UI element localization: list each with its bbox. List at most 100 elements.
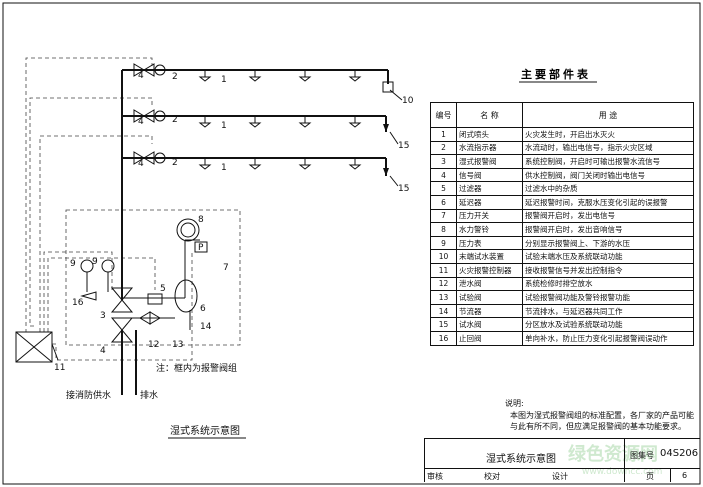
row-number: 5 [430,181,457,196]
row-number: 7 [430,208,457,224]
sprinkler-head [198,158,212,170]
part-name: 压力开关 [456,208,523,224]
part-use: 节流排水，与延迟器共同工作 [522,303,694,319]
part-use: 系统控制阀，开启时可输出报警水流信号 [522,154,694,169]
callout-2: 2 [172,158,178,168]
sprinkler-head [248,116,262,128]
title-block: 湿式系统示意图 图集号 04S206 审核 校对 设计 页 6 [424,438,700,482]
callout-9: 9 [92,257,98,267]
row-number: 11 [430,262,457,278]
callout-4: 4 [138,117,144,127]
part-name: 试验阀 [456,290,523,305]
part-name: 湿式报警阀 [456,154,523,169]
watermark-url: www.downcc.com [582,467,662,477]
part-use: 火灾发生时，开启出水灭火 [522,127,694,142]
header-no: 编号 [430,102,457,128]
callout-10: 10 [402,96,414,106]
sprinkler-head [198,70,212,82]
part-name: 节流器 [456,303,523,319]
callout-4: 4 [100,346,106,356]
callout-12: 12 [148,340,159,350]
row-number: 8 [430,222,457,237]
part-use: 系统检修时排空放水 [522,276,694,292]
callout-11: 11 [54,363,65,373]
callout-1: 1 [221,75,227,85]
sprinkler-head [348,116,362,128]
row-number: 16 [430,330,457,346]
notes-line-2: 与此有所不同，但应满足报警阀的基本功能要求。 [510,422,686,431]
part-use: 试验报警阀功能及警铃报警功能 [522,290,694,305]
sprinkler-heads [198,70,362,170]
header-use: 用 途 [522,102,694,128]
part-use: 试验末端水压及系统联动功能 [522,249,694,264]
callout-3: 3 [100,311,106,321]
part-name: 过滤器 [456,181,523,196]
part-use: 接收报警信号并发出控制指令 [522,262,694,278]
part-name: 闭式喷头 [456,127,523,142]
watermark-cn: 绿色资源网 [568,443,658,465]
branch-valves [133,63,394,176]
row-number: 12 [430,276,457,292]
atlas-number: 04S206 [660,448,699,459]
part-name: 末端试水装置 [456,249,523,264]
callout-1: 1 [221,121,227,131]
callout-2: 2 [172,115,178,125]
header-name: 名 称 [456,102,523,128]
row-number: 1 [430,127,457,142]
alarm-controller [15,331,53,363]
sprinkler-head [298,158,312,170]
sprinkler-head [248,70,262,82]
sprinkler-head [198,116,212,128]
row-number: 10 [430,249,457,264]
row-number: 4 [430,167,457,183]
part-name: 止回阀 [456,330,523,346]
review-label: 审核 [427,472,443,481]
callout-16: 16 [72,298,84,308]
part-name: 延迟器 [456,194,523,210]
row-number: 2 [430,140,457,156]
row-number: 13 [430,290,457,305]
callout-7: 7 [223,263,229,273]
diagram-caption: 湿式系统示意图 [170,424,240,437]
signal-wiring [25,57,193,361]
sprinkler-head [298,70,312,82]
part-use: 延迟报警时间，克服水压变化引起的误报警 [522,194,694,210]
table-header-row: 编号 名 称 用 途 [430,102,694,128]
part-name: 试水阀 [456,317,523,332]
part-name: 水流指示器 [456,140,523,156]
part-use: 供水控制阀，阀门关闭时输出电信号 [522,167,694,183]
callout-13: 13 [172,340,183,350]
check-label: 校对 [484,472,500,481]
callout-8: 8 [198,215,204,225]
row-number: 15 [430,317,457,332]
pressure-switch-letter: P [198,243,204,253]
sprinkler-head [298,116,312,128]
notes-heading: 说明: [505,399,524,408]
part-name: 泄水阀 [456,276,523,292]
callout-1: 1 [221,163,227,173]
sprinkler-head [348,158,362,170]
leader-lines [51,89,403,361]
sprinkler-head [348,70,362,82]
supply-label: 接消防供水 [66,389,111,401]
part-name: 火灾报警控制器 [456,262,523,278]
page-number: 6 [682,471,688,480]
row-number: 9 [430,235,457,251]
callout-5: 5 [160,284,166,294]
callout-15: 15 [398,141,409,151]
sprinkler-head [248,158,262,170]
atlas-label: 图集号 [630,451,654,460]
row-number: 6 [430,194,457,210]
